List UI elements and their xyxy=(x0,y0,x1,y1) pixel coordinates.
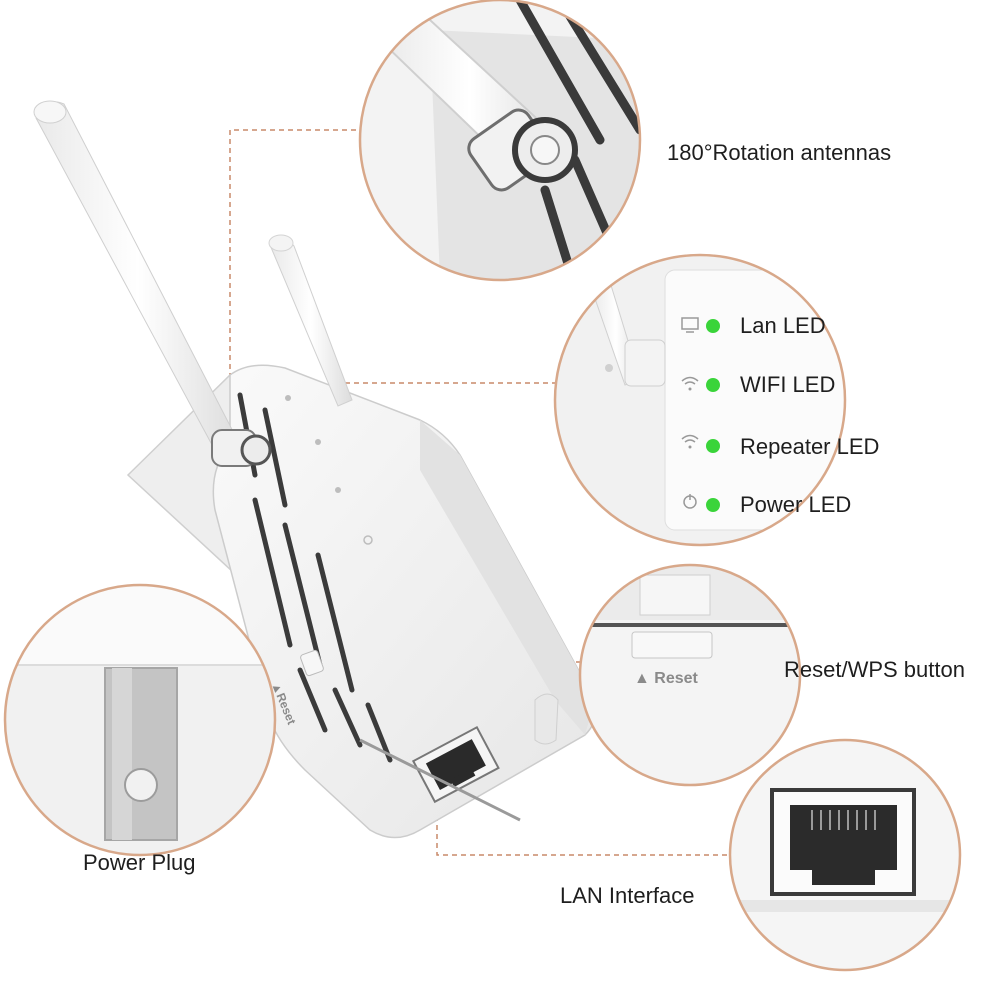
repeater-led-label: Repeater LED xyxy=(740,434,880,459)
lan-zoom xyxy=(730,740,960,970)
led-zoom xyxy=(555,255,845,545)
led-icons xyxy=(681,317,720,512)
reset-zoom-text: ▲ Reset xyxy=(634,670,698,687)
wifi-led-label: WIFI LED xyxy=(740,372,836,397)
power-plug-label: Power Plug xyxy=(83,850,196,875)
reset-zoom xyxy=(580,565,800,785)
plug-zoom xyxy=(5,585,275,855)
antenna-zoom xyxy=(360,0,640,280)
power-led-label: Power LED xyxy=(740,492,852,517)
lan-interface-label: LAN Interface xyxy=(560,883,695,908)
antennas-label: 180°Rotation antennas xyxy=(667,140,892,165)
reset-wps-label: Reset/WPS button xyxy=(784,657,965,682)
lan-led-label: Lan LED xyxy=(740,313,826,338)
wifi-repeater-device xyxy=(33,100,597,839)
